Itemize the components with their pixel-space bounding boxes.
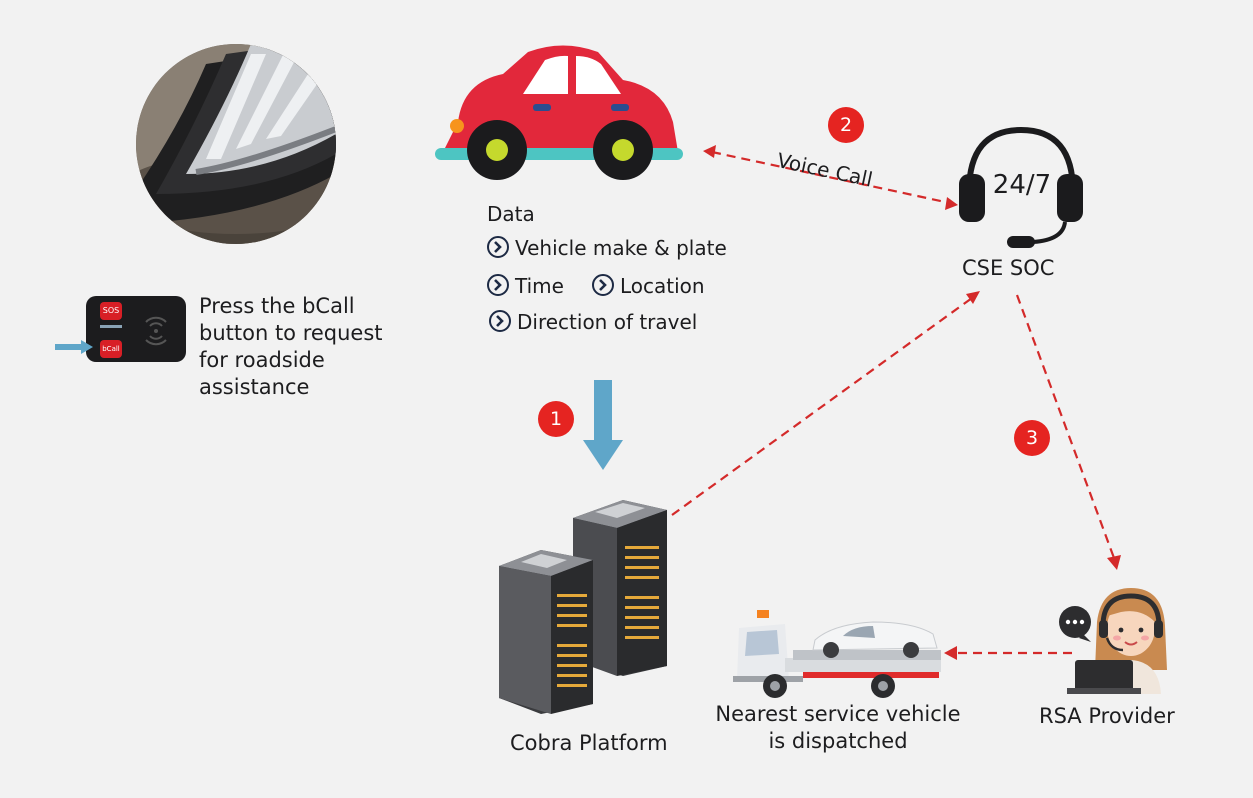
down-arrow-icon — [583, 380, 623, 470]
bcall-instruction: Press the bCall button to request for ro… — [199, 294, 383, 399]
data-item-vehicle: Vehicle make & plate — [487, 236, 727, 260]
data-item-direction: Direction of travel — [489, 310, 697, 334]
rsa-label: RSA Provider — [1039, 704, 1175, 728]
device-divider — [100, 325, 122, 328]
server-icon — [499, 500, 667, 714]
chevron-right-icon — [592, 274, 614, 296]
chevron-right-icon — [487, 274, 509, 296]
bcall-button[interactable]: bCall — [100, 340, 122, 358]
headset-text: 24/7 — [992, 170, 1052, 200]
service-label: Nearest service vehicle is dispatched — [715, 702, 961, 753]
operator-icon — [1059, 588, 1167, 694]
chevron-right-icon — [487, 236, 509, 258]
soc-to-rsa-arrow — [1015, 294, 1116, 559]
step-badge-3: 3 — [1014, 420, 1050, 456]
car-icon — [435, 45, 683, 180]
chevron-right-icon — [489, 310, 511, 332]
sos-button[interactable]: SOS — [100, 302, 122, 320]
voice-call-arrow — [711, 150, 951, 205]
data-item-location: Location — [592, 274, 705, 298]
step-badge-1: 1 — [538, 401, 574, 437]
data-item-time: Time — [487, 274, 564, 298]
bcall-device: SOS bCall — [86, 296, 186, 362]
data-title: Data — [487, 202, 535, 226]
pointer-arrow-icon — [55, 340, 93, 354]
headset-icon: 24/7 — [955, 122, 1087, 252]
step-badge-2: 2 — [828, 107, 864, 143]
platform-label: Cobra Platform — [510, 731, 668, 755]
tow-truck-icon — [733, 610, 941, 698]
soc-label: CSE SOC — [962, 256, 1055, 280]
speaker-icon — [145, 316, 167, 346]
platform-to-soc-arrow — [671, 297, 973, 516]
flat-tire-photo — [136, 44, 336, 244]
